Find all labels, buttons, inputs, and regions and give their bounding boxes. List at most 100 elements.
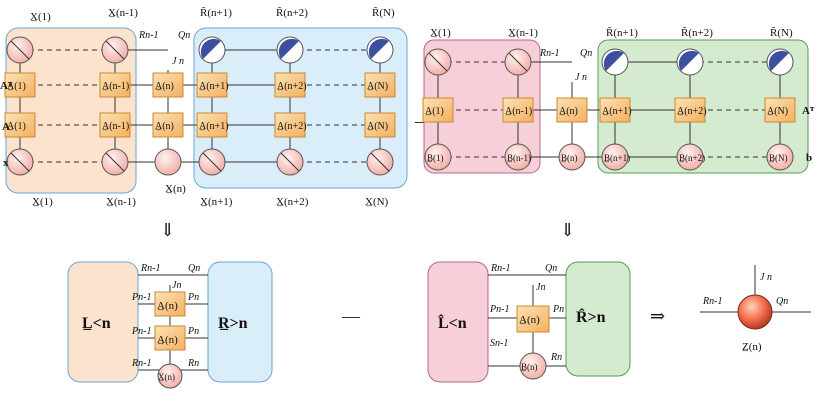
rhat-panel [565,261,631,377]
z-label: Z̲(n) [742,341,762,353]
top-left-labels: X̲(1) X̲(n-1) R̃(n+1) R̃(n+2) R̃(N) Rn-1… [0,6,395,208]
tl-bxn: X̲(n) [165,183,186,195]
bl-x-node [157,363,183,389]
tr-row-b: b [806,152,812,164]
bottom-mid-labels: L̂<n R̂>n A̲(n) B̲(n) Rn-1 Qn Jn Pn-1 Pn… [438,263,606,372]
tr-a-box-1-label: A̲(n-1) [505,106,532,117]
top-left-x-nodes [6,36,394,176]
bm-rr: Rn [550,352,562,363]
bl-r-label: R̲>n [218,315,248,332]
tl-a-box-4 [274,112,306,138]
top-right-b-nodes: B̲(1)B̲(n-1)B̲(n)B̲(n+1)B̲(n+2)B̲(N) [424,143,794,171]
tr-b-label-2: B̲(n) [561,153,578,163]
tr-x1-label: X̲(1) [430,27,451,39]
tl-a-box-3-label: A̲(n+1) [199,121,229,132]
tr-a-box-0-label: A̲(1) [425,106,444,117]
implies-arrow: ⇒ [650,306,665,326]
bm-pr: Pn [552,304,564,315]
r-panel [207,261,273,383]
tr-r3-label: R̃(N) [770,26,793,39]
bm-p: Pn-1 [489,304,509,315]
tl-bxn1: X̲(n-1) [106,196,136,208]
bl-r-botr: Rn [187,358,199,369]
tl-r-index: Rn-1 [138,30,158,41]
tr-r-index: Rn-1 [539,48,559,59]
tl-at-box-0-label: A̲(1) [7,81,26,92]
bl-p2r: Pn [187,326,199,337]
tr-b-node-4 [676,143,704,171]
tr-a-box-5-label: A̲(N) [767,106,788,117]
tr-a-box-3-label: A̲(n+1) [602,106,632,117]
tr-r2-label: R̃(n+2) [681,26,713,39]
tr-a-box-2-label: A̲(n) [559,106,578,117]
bm-r-top: Rn-1 [490,263,510,274]
bm-r-label: R̂>n [576,308,606,327]
tl-a-box-3 [196,112,228,138]
tr-b-label-3: B̲(n+1) [604,153,630,163]
bottom-minus: — [341,306,361,326]
tr-b-label-1: B̲(n-1) [507,153,531,163]
bl-p1r: Pn [187,292,199,303]
top-left-r-nodes [198,36,394,64]
bl-r-top: Rn-1 [140,263,160,274]
tr-a-box-4 [674,97,706,123]
bl-a-box-1 [154,291,186,317]
tl-a-box-2 [152,112,184,138]
bl-p2: Pn-1 [131,326,151,337]
orange-panel-left [5,27,137,194]
bl-j: Jn [172,280,181,291]
tr-b-node-0 [424,143,452,171]
tl-row-x: x [3,157,9,169]
l-panel [67,261,139,383]
tr-a-box-3 [599,97,631,123]
tl-a-box-2-label: A̲(n) [155,121,174,132]
bl-a1: A̲(n) [157,300,178,312]
tl-a-box-5-label: A̲(N) [367,121,388,132]
bm-b: B̲(n) [521,362,538,372]
tl-a-box-0 [4,112,36,138]
tl-row-a: A [2,121,10,133]
z-q: Qn [776,296,788,307]
tr-a-box-2 [556,97,588,123]
tr-xn1-label: X̲(n-1) [508,27,538,39]
tl-a-box-5 [364,112,396,138]
top-left-lines [19,49,381,163]
tl-xn1-label: X̲(n-1) [108,7,138,19]
top-right-labels: X̲(1) X̲(n-1) R̃(n+1) R̃(n+2) R̃(N) Rn-1… [430,26,815,164]
tl-row-at: Aᵀ [0,80,13,92]
tl-at-box-1-label: A̲(n-1) [102,81,129,92]
tl-at-box-5 [364,72,396,98]
z-node [737,294,773,330]
arrow-down-right: ⇓ [560,220,575,240]
top-left-a-boxes: A̲(1)A̲(1)A̲(n-1)A̲(n-1)A̲(n)A̲(n)A̲(n+1… [4,72,396,138]
bl-p1: Pn-1 [131,292,151,303]
tl-at-box-4-label: A̲(n+2) [277,81,307,92]
top-right-a-boxes: A̲(1) A̲(n-1) A̲(n) A̲(n+1) A̲(n+2) A̲(N) [422,97,796,123]
tr-b-node-5 [766,143,794,171]
arrow-down-left: ⇓ [160,220,175,240]
tl-at-box-2-label: A̲(n) [155,81,174,92]
bl-a-box-2 [154,325,186,351]
tl-at-box-0 [4,72,36,98]
tr-a-box-5 [764,97,796,123]
tl-at-box-3-label: A̲(n+1) [199,81,229,92]
bl-x: X̲(n) [158,372,175,382]
lhat-panel [427,261,489,383]
bm-q-top: Qn [545,263,557,274]
bm-a-box [516,305,550,333]
bm-j: Jn [536,282,545,293]
bottom-left-labels: L̲<n R̲>n A̲(n) A̲(n) X̲(n) Rn-1 Qn Jn P… [82,263,248,382]
tl-j-index: J n [172,56,184,67]
tl-r3-label: R̃(N) [372,6,395,19]
tl-at-box-1 [99,72,131,98]
tr-b-node-2 [558,143,586,171]
bm-l-label: L̂<n [438,313,467,332]
top-right-x-nodes [424,48,794,76]
bl-q-top: Qn [188,263,200,274]
tr-b-label-0: B̲(1) [427,153,444,163]
tl-bx1: X̲(1) [32,196,53,208]
tl-bxn+1: X̲(n+1) [200,196,233,208]
tl-r1-label: R̃(n+1) [200,6,232,19]
tr-a-box-4-label: A̲(n+2) [677,106,707,117]
